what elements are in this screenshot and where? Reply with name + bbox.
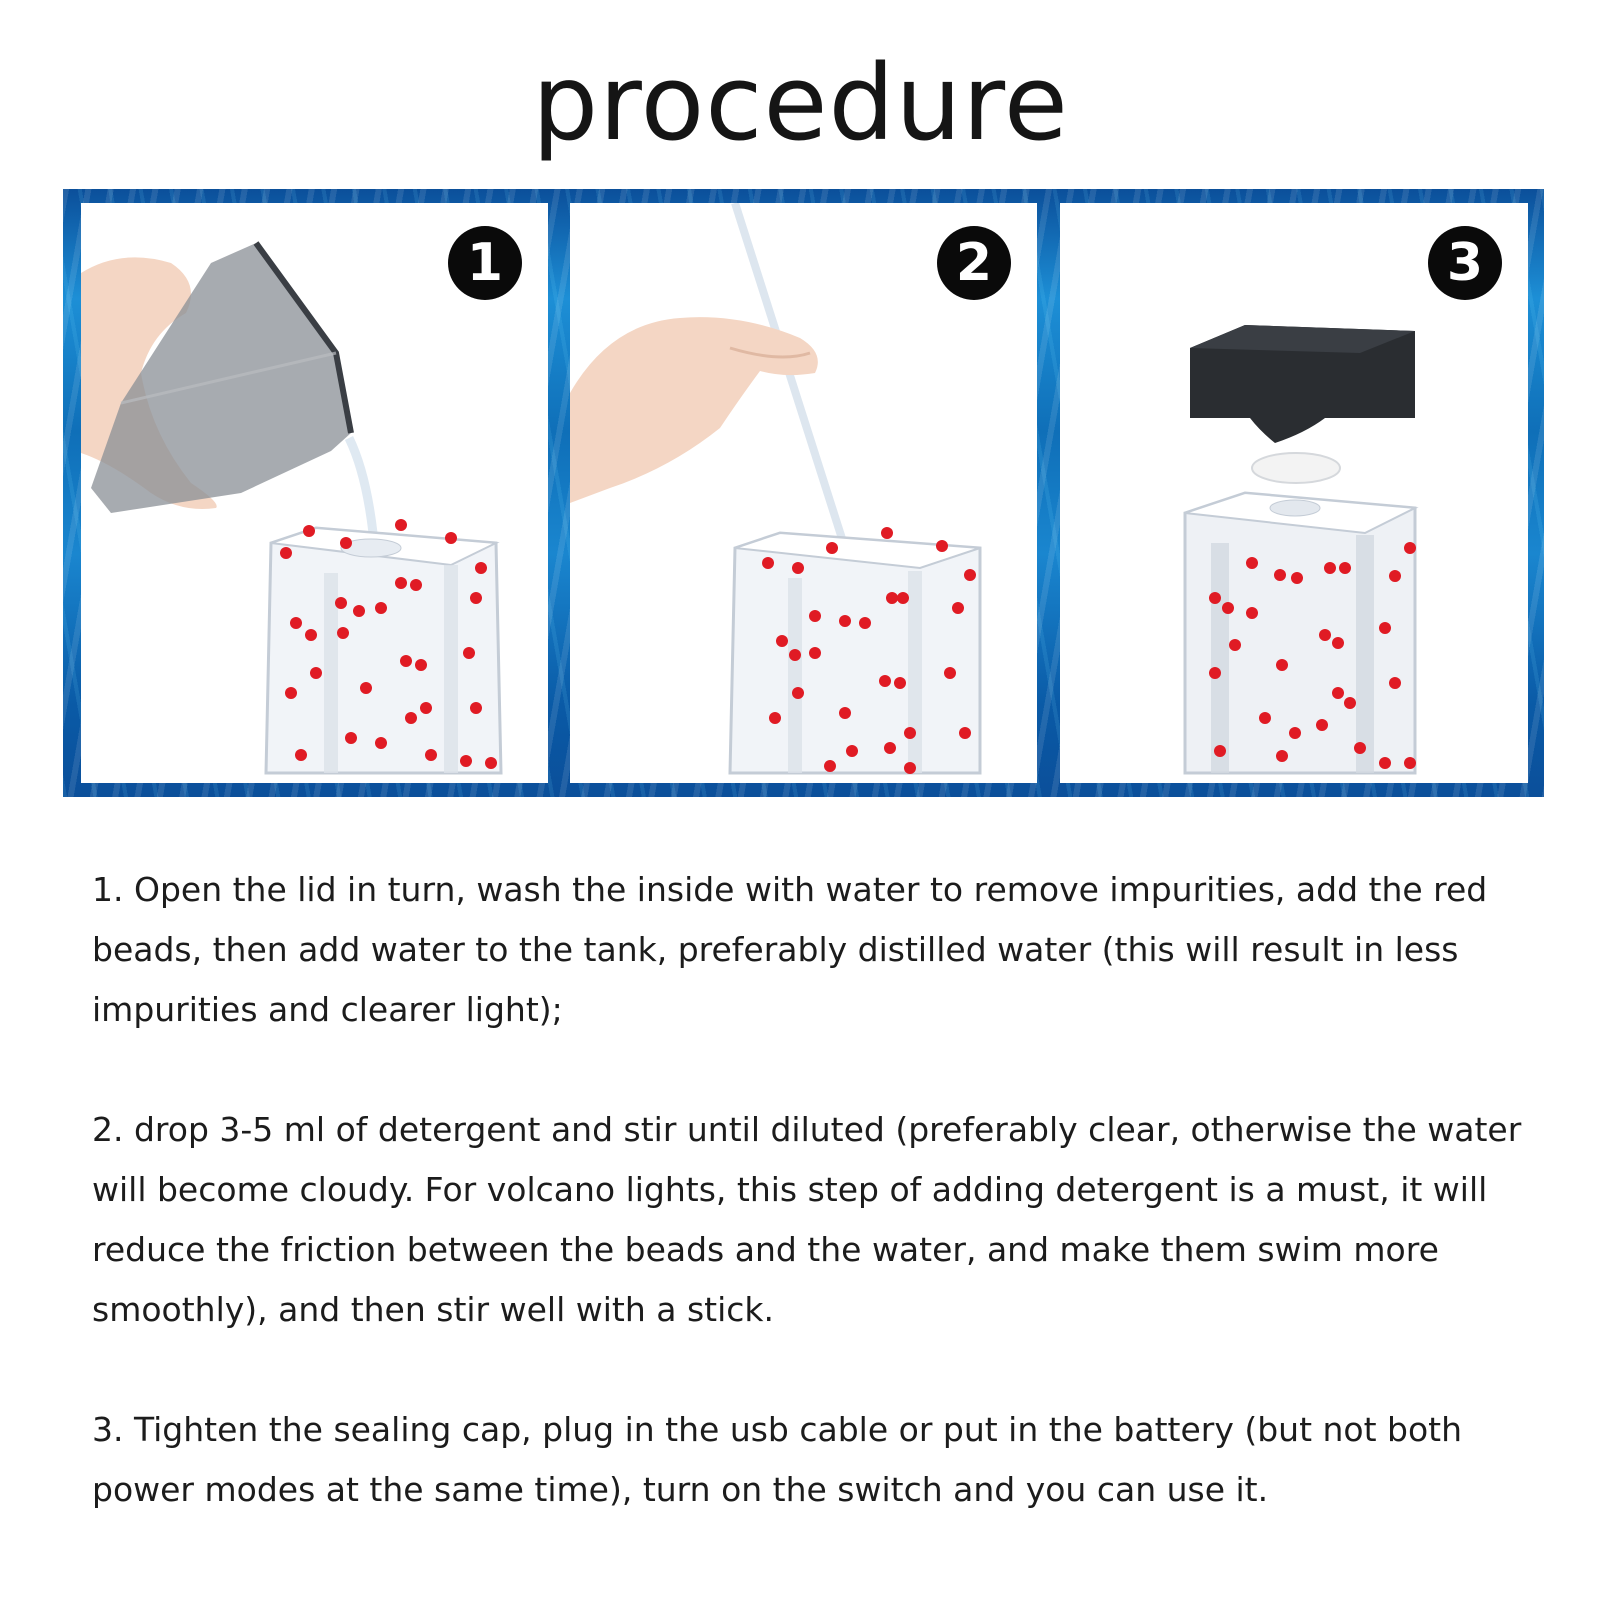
step-3-image: 3 [1060, 203, 1528, 783]
stir-stick [731, 203, 849, 550]
water-stream [344, 436, 378, 534]
step-2-number-badge: 2 [937, 226, 1011, 300]
tank [728, 531, 982, 775]
stir-illustration [570, 203, 982, 775]
tank [1183, 491, 1419, 775]
tank [264, 526, 503, 775]
step-1-image: 1 [81, 203, 548, 783]
pour-water-illustration [81, 241, 503, 775]
red-beads [1209, 542, 1416, 769]
step-2-text: 2. drop 3-5 ml of detergent and stir unt… [92, 1110, 1522, 1329]
red-beads [280, 519, 497, 769]
step-3-number-badge: 3 [1428, 226, 1502, 300]
hand [570, 317, 818, 503]
seal-disc [1251, 452, 1341, 484]
step-2-image: 2 [570, 203, 1037, 783]
red-beads [762, 527, 976, 774]
sealing-cap [1190, 325, 1415, 443]
instruction-steps: 1. Open the lid in turn, wash the inside… [92, 860, 1532, 1580]
page-title: procedure [532, 42, 1069, 164]
seal-cap-illustration [1183, 325, 1419, 775]
step-3-text: 3. Tighten the sealing cap, plug in the … [92, 1410, 1463, 1509]
step-1-number-badge: 1 [448, 226, 522, 300]
procedure-image-strip: 1 [63, 189, 1544, 797]
step-1-text: 1. Open the lid in turn, wash the inside… [92, 870, 1488, 1029]
pitcher [91, 243, 351, 513]
